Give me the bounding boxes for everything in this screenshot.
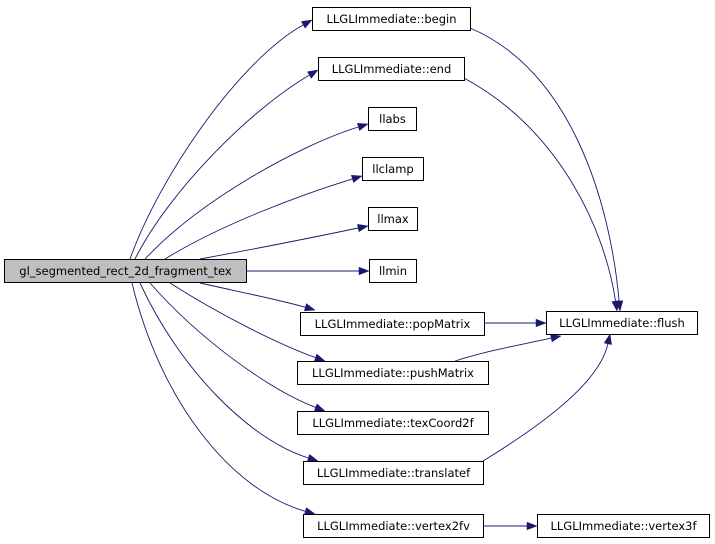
edge-line (454, 337, 552, 362)
node-label: LLGLImmediate::end (332, 62, 452, 76)
node-label: LLGLImmediate::pushMatrix (312, 366, 474, 380)
node-label: LLGLImmediate::begin (326, 12, 456, 26)
edge-line (169, 282, 316, 359)
arrowhead-icon (526, 521, 538, 531)
node-box[interactable] (537, 514, 710, 538)
function-nodes: gl_segmented_rect_2d_fragment_texLLGLImm… (4, 7, 710, 538)
edge-root-to-translatef (139, 282, 319, 462)
arrowhead-icon (313, 353, 326, 362)
edge-root-to-vertex2fv (131, 282, 316, 516)
node-box[interactable] (369, 259, 417, 283)
node-box[interactable] (318, 57, 465, 81)
arrowhead-icon (358, 266, 370, 276)
node-label: LLGLImmediate::flush (559, 316, 685, 330)
node-translatef[interactable]: LLGLImmediate::translatef (303, 461, 484, 485)
node-box[interactable] (4, 259, 247, 283)
arrowhead-icon (301, 19, 313, 29)
node-texCoord2f[interactable]: LLGLImmediate::texCoord2f (297, 411, 489, 435)
node-label: llabs (379, 112, 406, 126)
node-box[interactable] (368, 207, 418, 231)
node-label: llmin (379, 264, 407, 278)
node-popMatrix[interactable]: LLGLImmediate::popMatrix (300, 312, 485, 336)
node-label: llmax (377, 212, 409, 226)
node-vertex2fv[interactable]: LLGLImmediate::vertex2fv (303, 514, 484, 538)
arrowhead-icon (313, 403, 326, 412)
node-label: LLGLImmediate::texCoord2f (312, 416, 474, 430)
edge-begin-to-flush (469, 27, 624, 312)
edge-root-to-llmin (246, 266, 370, 276)
edge-end-to-flush (463, 77, 620, 312)
edge-root-to-end (134, 69, 319, 260)
edge-pushMatrix-to-flush (454, 334, 562, 362)
node-box[interactable] (362, 157, 424, 181)
edge-line (134, 74, 310, 260)
edge-line (199, 227, 359, 260)
edge-vertex2fv-to-vertex3f (483, 521, 538, 531)
arrowhead-icon (611, 300, 620, 312)
edge-root-to-llmax (199, 224, 369, 260)
arrowhead-icon (306, 453, 319, 462)
call-edges (129, 19, 624, 531)
node-llclamp[interactable]: llclamp (362, 157, 424, 181)
node-label: LLGLImmediate::popMatrix (315, 317, 471, 331)
node-llmax[interactable]: llmax (368, 207, 418, 231)
arrowhead-icon (307, 69, 319, 79)
node-llmin[interactable]: llmin (369, 259, 417, 283)
node-label: llclamp (372, 162, 413, 176)
edge-popMatrix-to-flush (484, 318, 547, 328)
edge-line (199, 282, 306, 308)
node-flush[interactable]: LLGLImmediate::flush (546, 311, 698, 335)
arrowhead-icon (603, 333, 612, 345)
edge-line (139, 282, 309, 459)
node-label: gl_segmented_rect_2d_fragment_tex (19, 264, 232, 278)
arrowhead-icon (535, 318, 547, 328)
arrowhead-icon (304, 303, 316, 312)
node-vertex3f[interactable]: LLGLImmediate::vertex3f (537, 514, 710, 538)
arrowhead-icon (350, 175, 363, 183)
node-begin[interactable]: LLGLImmediate::begin (312, 7, 471, 31)
edge-line (469, 27, 620, 302)
arrowhead-icon (357, 224, 369, 233)
node-box[interactable] (303, 461, 484, 485)
node-label: LLGLImmediate::vertex2fv (317, 519, 470, 533)
edge-root-to-texCoord2f (149, 282, 326, 412)
edge-line (129, 24, 304, 260)
node-label: LLGLImmediate::vertex3f (550, 519, 697, 533)
node-box[interactable] (546, 311, 698, 335)
edge-line (164, 178, 353, 260)
node-label: LLGLImmediate::translatef (317, 466, 471, 480)
node-root[interactable]: gl_segmented_rect_2d_fragment_tex (4, 259, 247, 283)
node-box[interactable] (368, 107, 417, 131)
arrowhead-icon (550, 334, 562, 343)
node-llabs[interactable]: llabs (368, 107, 417, 131)
edge-translatef-to-flush (482, 333, 612, 462)
node-box[interactable] (312, 7, 471, 31)
edge-line (144, 126, 359, 260)
edge-root-to-begin (129, 19, 313, 260)
node-box[interactable] (297, 361, 489, 385)
node-box[interactable] (300, 312, 485, 336)
arrowhead-icon (356, 123, 369, 132)
edge-line (149, 282, 316, 408)
node-box[interactable] (303, 514, 484, 538)
edge-root-to-llabs (144, 123, 369, 260)
edge-line (463, 77, 616, 302)
edge-root-to-popMatrix (199, 282, 316, 312)
arrowhead-icon (304, 507, 316, 516)
edge-root-to-llclamp (164, 175, 363, 260)
edge-line (131, 282, 306, 512)
edge-line (482, 343, 609, 462)
node-end[interactable]: LLGLImmediate::end (318, 57, 465, 81)
node-box[interactable] (297, 411, 489, 435)
node-pushMatrix[interactable]: LLGLImmediate::pushMatrix (297, 361, 489, 385)
